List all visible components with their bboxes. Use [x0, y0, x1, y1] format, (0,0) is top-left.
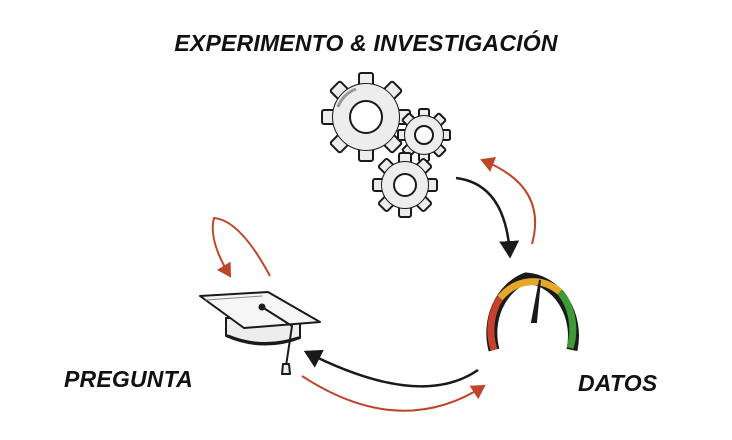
arrow-data-to-question — [303, 349, 479, 388]
graduation-cap-icon — [199, 291, 321, 375]
medium-gear — [372, 152, 438, 218]
small-gear — [397, 108, 451, 162]
arrow-gears-to-data — [455, 176, 520, 259]
node-label-data: DATOS — [578, 370, 658, 396]
gears-icon — [321, 72, 451, 218]
gauge-needle — [530, 279, 541, 323]
gauge-icon — [486, 272, 579, 352]
arrow-data-to-gears — [480, 156, 537, 245]
large-gear — [321, 72, 411, 162]
arrow-question-loop — [211, 216, 271, 278]
diagram-title: EXPERIMENTO & INVESTIGACIÓN — [174, 30, 558, 56]
node-label-question: PREGUNTA — [64, 366, 193, 392]
arrow-question-to-data — [301, 375, 486, 412]
